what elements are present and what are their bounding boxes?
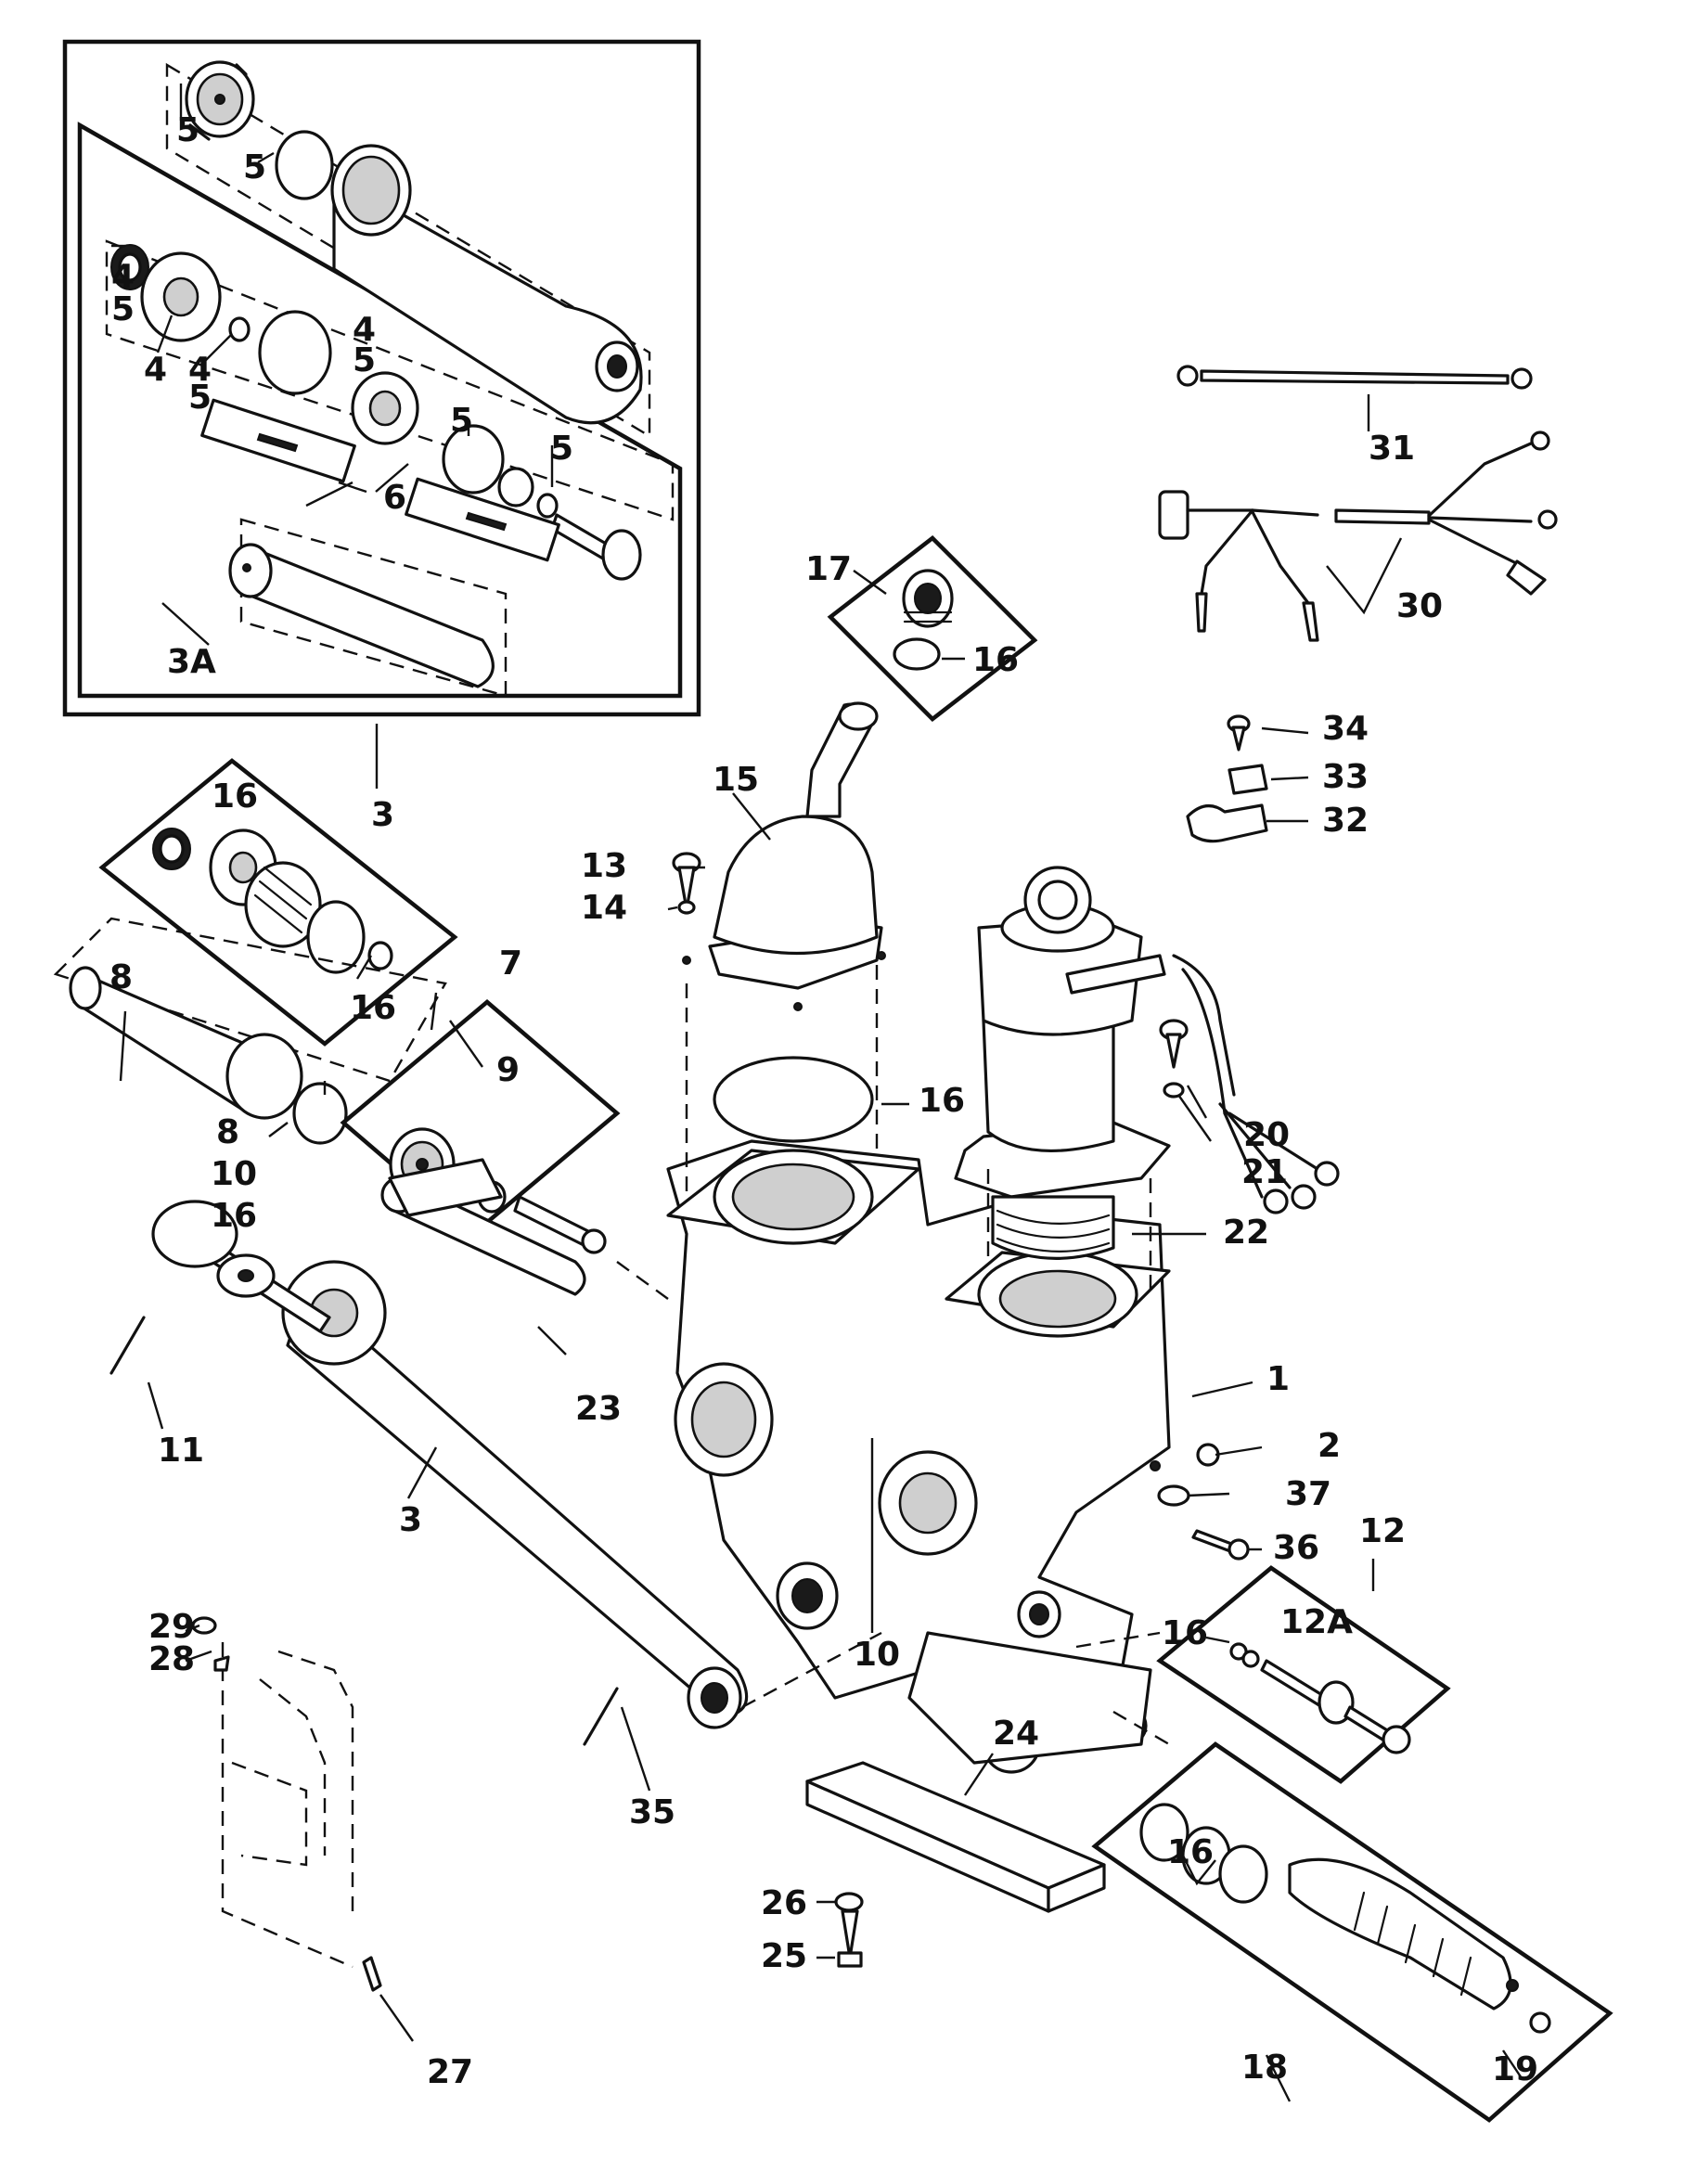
release-group-outline [53, 917, 447, 1083]
callout-label-20: 20 [1243, 1116, 1290, 1154]
callout-label-33: 33 [1322, 758, 1369, 796]
callout-label-11: 11 [158, 1432, 204, 1470]
callout-label-5f: 5 [450, 402, 473, 440]
bolt-25 [837, 1909, 863, 1968]
cylinder-tube [330, 144, 643, 425]
callout-label-5a: 5 [176, 111, 199, 149]
callout-label-37: 37 [1285, 1475, 1331, 1513]
callout-label-1: 1 [1266, 1360, 1290, 1398]
callout-label-14: 14 [581, 889, 627, 927]
callout-label-28: 28 [148, 1640, 195, 1678]
wiring-harness [1158, 430, 1558, 642]
callout-label-8a: 8 [109, 958, 133, 996]
pin-11 [109, 1316, 146, 1375]
callout-label-4b: 4 [144, 351, 167, 389]
callout-label-4d: 4 [353, 311, 376, 349]
callout-label-9: 9 [496, 1051, 520, 1089]
ground-cable [1176, 365, 1533, 390]
callout-label-16f: 16 [1162, 1614, 1208, 1652]
callout-label-16d: 16 [211, 1197, 257, 1235]
callout-label-13: 13 [581, 847, 627, 885]
callout-label-4c: 4 [188, 351, 212, 389]
washer-26 [834, 1892, 864, 1912]
callout-label-2: 2 [1318, 1427, 1341, 1465]
reservoir-o-ring [713, 1056, 874, 1143]
manual-release-kit [98, 758, 458, 1047]
callout-label-3bot: 3 [399, 1501, 422, 1539]
pin [388, 1158, 503, 1217]
callout-label-21: 21 [1241, 1153, 1288, 1191]
o-ring [275, 130, 334, 200]
callout-label-5b: 5 [243, 148, 266, 186]
anode-block [805, 1761, 1106, 1913]
piston-assembly [110, 244, 642, 581]
callout-label-27: 27 [427, 2053, 473, 2091]
plug-2 [1196, 1443, 1220, 1467]
clamp-hardware [1186, 714, 1268, 843]
callout-label-22: 22 [1223, 1214, 1269, 1252]
callout-label-10a: 10 [211, 1155, 257, 1193]
callout-label-16e: 16 [350, 989, 396, 1027]
callout-label-26: 26 [761, 1884, 807, 1922]
pump-housing [666, 1139, 1171, 1774]
callout-label-10b: 10 [854, 1636, 900, 1674]
callout-label-3top: 3 [371, 796, 394, 834]
callout-label-16c: 16 [212, 777, 258, 816]
callout-label-23: 23 [575, 1390, 622, 1428]
callout-label-5g: 5 [550, 430, 573, 468]
reservoir [682, 701, 886, 1011]
callout-label-17: 17 [805, 550, 852, 588]
callout-label-5e: 5 [353, 341, 376, 379]
callout-label-30: 30 [1396, 587, 1443, 625]
callout-label-34: 34 [1322, 710, 1369, 748]
pin-35 [583, 1687, 619, 1746]
screw-36 [1191, 1529, 1250, 1561]
release-valve [69, 966, 348, 1145]
motor-leads [1218, 1102, 1340, 1214]
callout-label-16a: 16 [972, 641, 1019, 679]
callout-label-5c: 5 [111, 290, 135, 328]
callout-label-36: 36 [1273, 1529, 1319, 1567]
valve-kit-12 [1156, 1565, 1451, 1784]
callout-label-16b: 16 [919, 1082, 965, 1120]
callout-label-19: 19 [1492, 2050, 1538, 2088]
callout-label-25: 25 [761, 1937, 807, 1975]
callout-label-18: 18 [1241, 2049, 1288, 2087]
cylinder-cap [185, 60, 255, 141]
callout-label-12: 12 [1359, 1512, 1406, 1550]
pump-motor [954, 866, 1236, 1260]
callout-label-15: 15 [713, 761, 759, 799]
callout-label-32: 32 [1322, 802, 1369, 840]
callout-label-6: 6 [383, 479, 406, 517]
callout-label-4a: 4 [111, 258, 135, 296]
washer-37 [1157, 1484, 1190, 1507]
callout-label-29: 29 [148, 1608, 195, 1646]
trim-cylinder [151, 1200, 749, 1729]
fill-plug-kit [827, 535, 1038, 722]
callout-label-7: 7 [499, 944, 522, 983]
valve-kit-18 [1091, 1741, 1613, 2123]
callout-label-5d: 5 [188, 379, 212, 417]
piston-rod [228, 543, 495, 688]
mounting-bracket [191, 1616, 382, 1992]
check-valve-kit [340, 999, 621, 1254]
motor-screw [1159, 1019, 1189, 1098]
callout-label-24: 24 [993, 1715, 1039, 1753]
callout-label-31: 31 [1369, 430, 1415, 468]
callout-leaders [111, 84, 1523, 2102]
callout-label-8b: 8 [216, 1113, 239, 1151]
callout-label-35: 35 [629, 1793, 675, 1831]
callout-label-3a: 3A [167, 643, 216, 681]
callout-label-16g: 16 [1167, 1833, 1214, 1871]
reservoir-screw [672, 852, 701, 915]
callout-label-12a: 12A [1280, 1603, 1353, 1641]
